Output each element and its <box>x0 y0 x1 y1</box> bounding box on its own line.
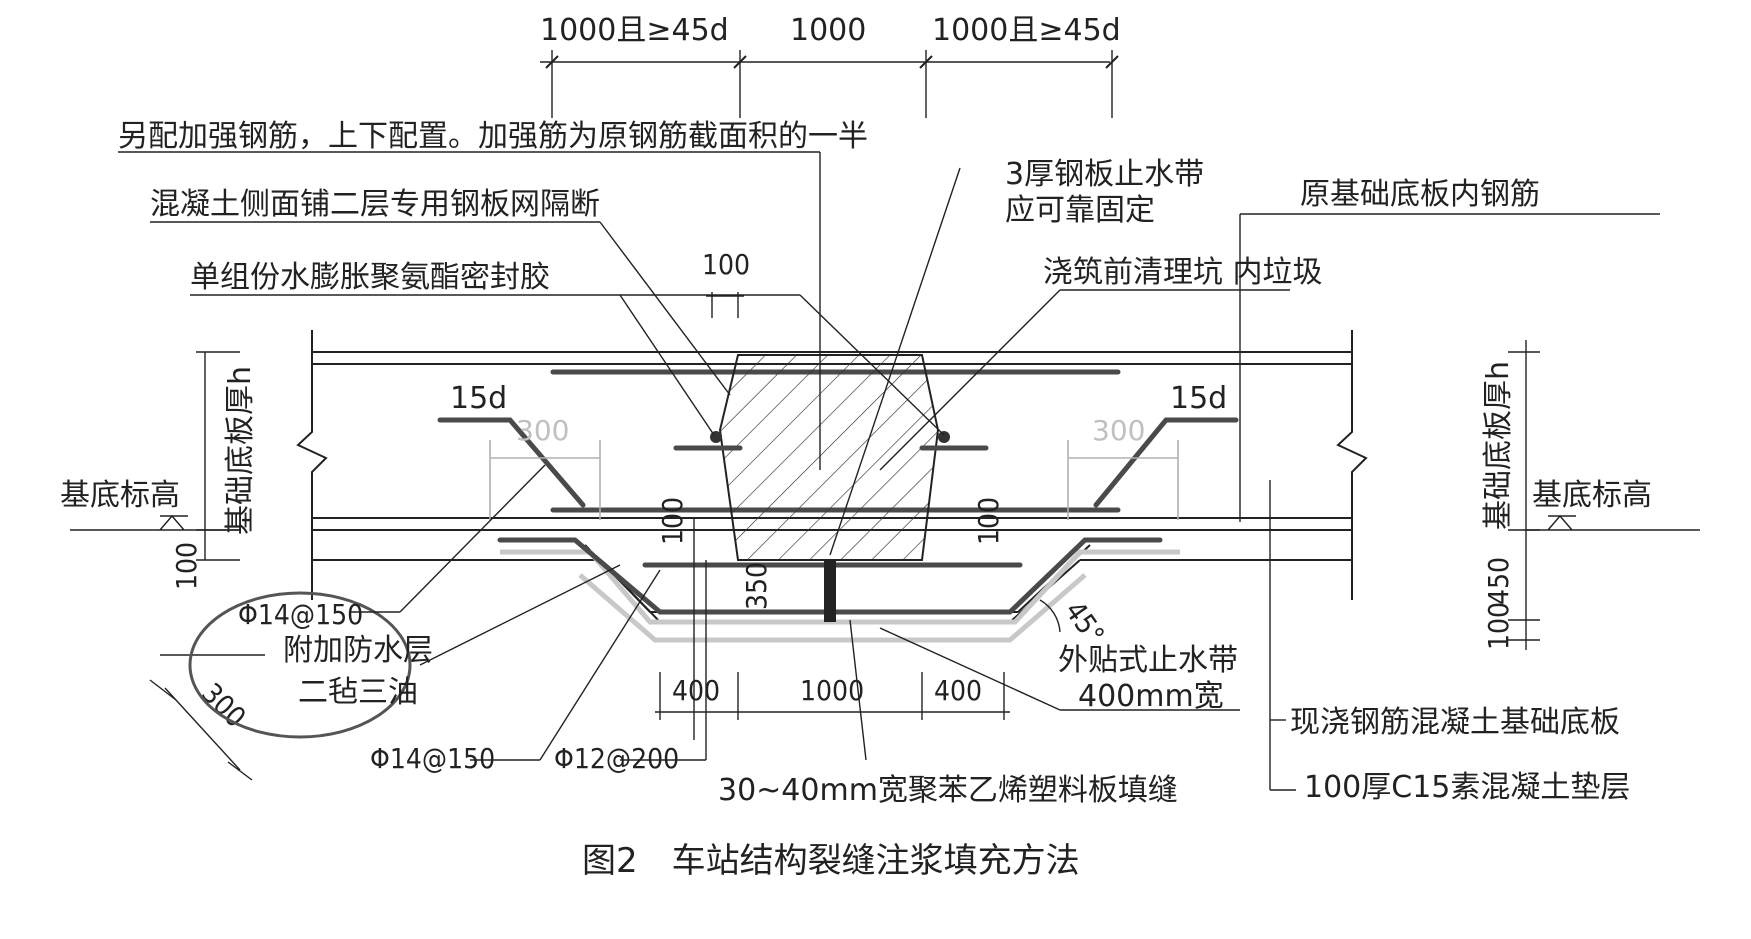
dim-bottom-400-left: 400 <box>672 674 720 707</box>
label-cushion: 100厚C15素混凝土垫层 <box>1304 770 1630 805</box>
label-mesh: 混凝土侧面铺二层专用钢板网隔断 <box>150 187 600 222</box>
label-ext-waterstop-1: 外贴式止水带 <box>1058 643 1238 678</box>
dim-15d-left: 15d <box>450 381 507 416</box>
figure-caption: 图2 车站结构裂缝注浆填充方法 <box>582 841 1080 881</box>
pour-zone-hatch <box>718 354 940 561</box>
dim-100-top-lines <box>706 292 744 318</box>
label-rebar-c: Φ12@200 <box>554 742 679 775</box>
label-cast-slab: 现浇钢筋混凝土基础底板 <box>1290 705 1620 740</box>
dim-100-right-vert: 100 <box>972 497 1005 545</box>
dim-450: 450 <box>1482 557 1515 605</box>
label-waterproof-2: 二毡三油 <box>298 675 418 710</box>
dim-15d-right: 15d <box>1170 381 1227 416</box>
base-elevation-left: 基底标高 <box>60 478 180 513</box>
dim-100-right-edge: 100 <box>1482 602 1515 650</box>
label-steel-plate-1: 3厚钢板止水带 <box>1005 157 1204 192</box>
top-dimension-chain <box>540 50 1119 118</box>
leaders <box>118 151 1660 791</box>
dim-top-right: 1000且≥45d <box>932 13 1121 48</box>
dim-300-diag: 300 <box>195 677 252 734</box>
angle-arc <box>1039 599 1061 633</box>
dim-bottom-1000: 1000 <box>800 674 864 707</box>
label-waterproof-1: 附加防水层 <box>283 633 433 668</box>
dim-top-mid: 1000 <box>790 13 866 48</box>
right-thickness-dim <box>1508 340 1700 650</box>
dim-100-left-vert: 100 <box>656 497 689 545</box>
gray-dims <box>489 440 1179 520</box>
dim-bottom-400-right: 400 <box>934 674 982 707</box>
dim-350: 350 <box>740 562 773 610</box>
dim-100-left-edge: 100 <box>170 542 203 590</box>
diagonal-dim-300 <box>149 654 265 781</box>
dim-top-left: 1000且≥45d <box>540 13 729 48</box>
label-rebar-a: Φ14@150 <box>238 598 363 631</box>
base-elevation-right: 基底标高 <box>1532 478 1652 513</box>
label-sealant: 单组份水膨胀聚氨酯密封胶 <box>190 260 550 295</box>
dim-100-top: 100 <box>702 248 750 281</box>
bottom-dimension-chain <box>655 672 1010 720</box>
dim-300-right: 300 <box>1092 414 1145 447</box>
label-rebar-b: Φ14@150 <box>370 742 495 775</box>
label-reinforce: 另配加强钢筋，上下配置。加强筋为原钢筋截面积的一半 <box>118 119 868 154</box>
label-clean-pit: 浇筑前清理坑 内垃圾 <box>1043 255 1323 290</box>
thickness-label-right: 基础底板厚h <box>1481 361 1516 530</box>
label-original-rebar: 原基础底板内钢筋 <box>1300 177 1540 212</box>
label-filler: 30~40mm宽聚苯乙烯塑料板填缝 <box>718 773 1178 808</box>
thickness-label-left: 基础底板厚h <box>223 366 258 535</box>
left-thickness-dim <box>70 351 240 561</box>
label-ext-waterstop-2: 400mm宽 <box>1078 679 1224 714</box>
dim-300-left: 300 <box>516 414 569 447</box>
waterproof-callout-ellipse <box>188 591 412 739</box>
steel-plate-waterstop <box>824 560 836 622</box>
label-steel-plate-2: 应可靠固定 <box>1005 193 1155 228</box>
